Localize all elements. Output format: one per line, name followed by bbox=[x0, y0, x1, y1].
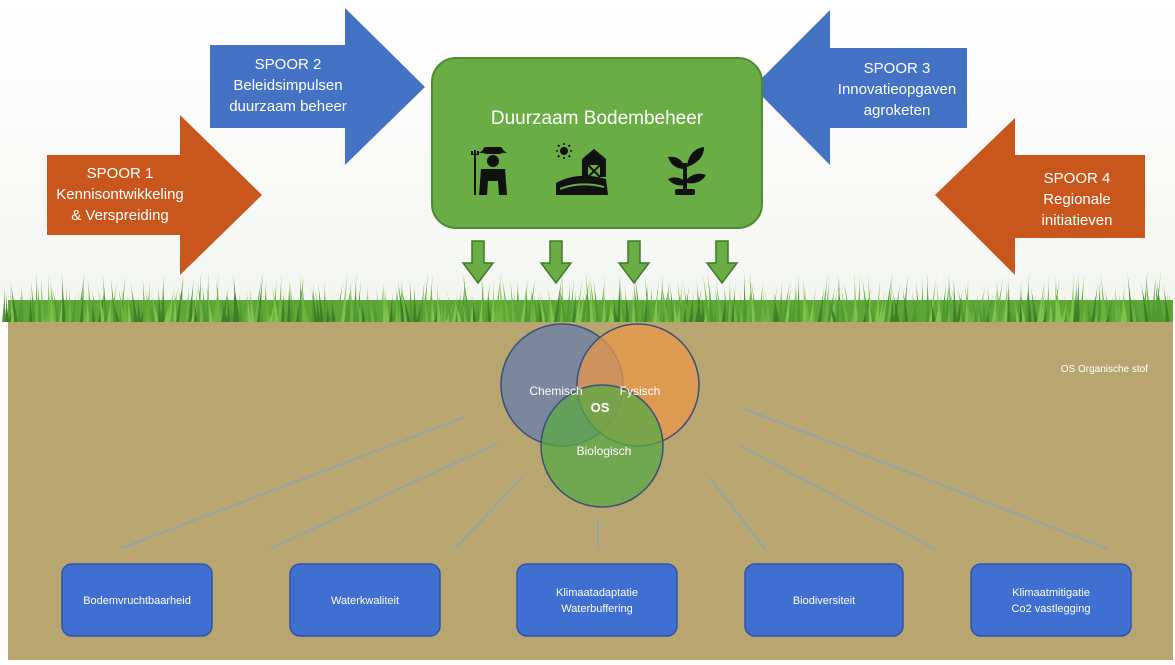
legend-note: OS Organische stof bbox=[1061, 364, 1148, 375]
farmer-icon bbox=[471, 147, 507, 195]
central-title: Duurzaam Bodembeheer bbox=[491, 108, 704, 129]
venn-label-fysisch: Fysisch bbox=[620, 384, 661, 398]
track-1-line-1: Kennisontwikkeling bbox=[56, 186, 184, 203]
outcome-1-line-1: Bodemvruchtbaarheid bbox=[83, 595, 191, 607]
outcome-2-line-1: Waterkwaliteit bbox=[331, 595, 399, 607]
track-2-line-1: Beleidsimpulsen bbox=[233, 77, 342, 94]
down-arrow-1 bbox=[461, 240, 495, 285]
connector-lines bbox=[121, 407, 1109, 550]
track-1-line-2: & Verspreiding bbox=[71, 207, 169, 224]
venn-diagram: Chemisch Fysisch Biologisch OS bbox=[500, 323, 700, 508]
venn-circle-biologisch bbox=[540, 384, 664, 508]
outcome-3-line-2: Waterbuffering bbox=[561, 603, 633, 615]
track-2-label: SPOOR 2 bbox=[255, 56, 322, 73]
down-arrow-4 bbox=[705, 240, 739, 285]
down-arrow-2 bbox=[539, 240, 573, 285]
outcome-box-2: Waterkwaliteit bbox=[289, 563, 441, 637]
track-4-label: SPOOR 4 bbox=[1044, 170, 1111, 187]
outcome-3-line-1: Klimaatadaptatie bbox=[556, 587, 638, 599]
track-arrow-1: SPOOR 1 Kennisontwikkeling & Verspreidin… bbox=[47, 115, 262, 275]
outcome-box-5: Klimaatmitigatie Co2 vastlegging bbox=[970, 563, 1132, 637]
venn-label-biologisch: Biologisch bbox=[577, 444, 632, 458]
track-4-line-2: initiatieven bbox=[1042, 212, 1113, 229]
outcome-box-1: Bodemvruchtbaarheid bbox=[61, 563, 213, 637]
venn-center-label: OS bbox=[591, 400, 610, 415]
outcome-box-3: Klimaatadaptatie Waterbuffering bbox=[516, 563, 678, 637]
track-arrow-4: SPOOR 4 Regionale initiatieven bbox=[935, 118, 1145, 275]
track-4-line-1: Regionale bbox=[1043, 191, 1111, 208]
track-3-line-2: agroketen bbox=[864, 102, 931, 119]
track-3-label: SPOOR 3 bbox=[864, 60, 931, 77]
plant-sprout-icon bbox=[668, 147, 706, 195]
central-box: Duurzaam Bodembeheer bbox=[431, 57, 763, 229]
down-arrows bbox=[461, 240, 739, 285]
track-3-line-1: Innovatieopgaven bbox=[838, 81, 956, 98]
down-arrow-3 bbox=[617, 240, 651, 285]
farm-barn-icon bbox=[556, 143, 608, 195]
outcome-5-line-1: Klimaatmitigatie bbox=[1012, 587, 1090, 599]
track-arrow-3: SPOOR 3 Innovatieopgaven agroketen bbox=[753, 10, 967, 165]
track-2-line-2: duurzaam beheer bbox=[229, 98, 347, 115]
outcome-box-4: Biodiversiteit bbox=[744, 563, 904, 637]
grass-strip bbox=[2, 270, 1173, 322]
outcome-4-line-1: Biodiversiteit bbox=[793, 595, 855, 607]
venn-label-chemisch: Chemisch bbox=[529, 384, 582, 398]
track-1-label: SPOOR 1 bbox=[87, 165, 154, 182]
track-arrow-2: SPOOR 2 Beleidsimpulsen duurzaam beheer bbox=[210, 8, 425, 165]
outcome-5-line-2: Co2 vastlegging bbox=[1012, 603, 1091, 615]
